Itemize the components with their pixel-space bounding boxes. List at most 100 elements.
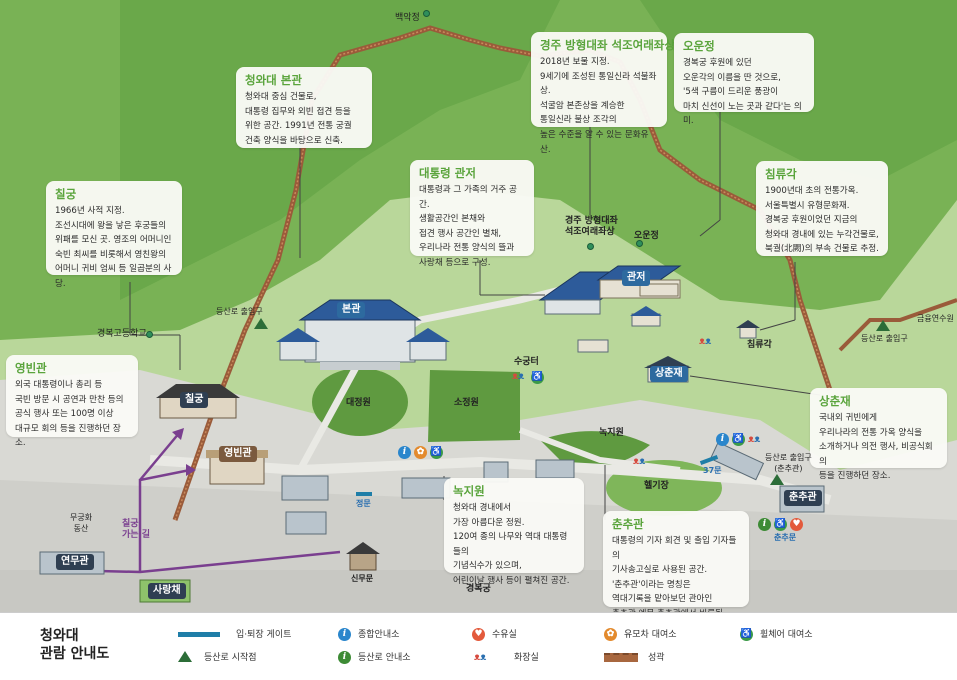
school-label: 경복고등학교	[97, 329, 147, 339]
legend-title-line2: 관람 안내도	[40, 646, 110, 662]
callout-body: 외국 대통령이나 총리 등 국빈 방문 시 공연과 만찬 등의 공식 행사 또는…	[15, 380, 124, 449]
geumseong-label: 금융연수원	[917, 314, 954, 323]
legend-nursing-label: 수유실	[492, 630, 517, 640]
callout-body: 경복궁 후원에 있던 오운각의 이름을 딴 것으로, '5색 구름이 드리운 풍…	[683, 58, 802, 127]
restroom-icon: ᴥᴥ	[699, 336, 712, 347]
callout-body: 청와대 경내에서 가장 아름다운 정원. 120여 종의 나무와 역대 대통령들…	[453, 503, 570, 586]
sojeongwon-lawn	[428, 370, 520, 442]
chilgung-path	[59, 550, 341, 574]
callout-body: 2018년 보물 지정. 9세기에 조성된 통일신라 석불좌상. 석굴암 본존상…	[540, 57, 657, 155]
wheelchair-icon: ♿	[774, 518, 787, 531]
wheelchair-icon: ♿	[740, 628, 753, 641]
trailhead-east-icon	[876, 320, 890, 331]
buddha-dot	[587, 243, 594, 250]
yeonmugwan-tag: 연무관	[56, 554, 94, 570]
sugungteo-label: 수궁터	[514, 357, 539, 367]
callout-title: 녹지원	[453, 484, 485, 498]
callout-title: 칠궁	[55, 187, 77, 201]
sarangchae-tag: 사랑채	[148, 583, 186, 599]
callout-chunchugwan: 춘추관 대통령의 기자 회견 및 출입 기자들의 기사송고실로 사용된 공간. …	[603, 511, 749, 619]
forest-dark	[120, 0, 560, 300]
callout-title: 청와대 본관	[245, 73, 302, 87]
callout-chimnyugak: 침류각 1900년대 초의 전통가옥. 서울특별시 유형문화재. 경복궁 후원이…	[756, 161, 888, 256]
callout-title: 대통령 관저	[419, 166, 476, 180]
callout-body: 대통령의 기자 회견 및 출입 기자들의 기사송고실로 사용된 공간. '춘추관…	[612, 536, 737, 619]
callout-yeongbingwan: 영빈관 외국 대통령이나 총리 등 국빈 방문 시 공연과 만찬 등의 공식 행…	[6, 355, 138, 448]
legend-title: 청와대 관람 안내도	[40, 627, 109, 663]
daejeongwon-lawn	[312, 368, 408, 436]
trail-info-icon: i	[758, 518, 771, 531]
trail-west-label: 등산로 출입구	[216, 307, 263, 316]
stroller-icon: ✿	[604, 628, 617, 641]
trailhead-icon	[178, 651, 192, 662]
wheelchair-icon: ♿	[531, 371, 544, 384]
gate-symbol	[178, 632, 220, 637]
legend-restroom-label: 화장실	[514, 653, 539, 663]
campus-map: 청와대 본관 청와대 중심 건물로, 대통령 집무와 외빈 접견 등을 위한 공…	[0, 0, 957, 619]
nokjiwon-place-label: 녹지원	[599, 428, 624, 438]
callout-title: 영빈관	[15, 361, 47, 375]
callout-bonkwan: 청와대 본관 청와대 중심 건물로, 대통령 집무와 외빈 접견 등을 위한 공…	[236, 67, 372, 148]
restroom-icon: ᴥᴥ	[512, 371, 525, 382]
chilgung-tag: 칠궁	[180, 392, 209, 408]
trail-east-label: 등산로 출입구	[861, 334, 908, 343]
nursing-room-icon: ♥	[472, 628, 485, 641]
gyeongbokgung-label: 경복궁	[466, 584, 491, 594]
gwanjeo-building	[538, 265, 682, 315]
mugunghwa-label: 무궁화 동산	[70, 513, 93, 533]
legend-fortress-label: 성곽	[648, 653, 665, 663]
wheelchair-icon: ♿	[732, 433, 745, 446]
stroller-icon: ✿	[414, 446, 427, 459]
info-icon: i	[338, 628, 351, 641]
cheongmun-label: 정문	[356, 499, 371, 508]
chunchumun-label: 춘추문	[774, 533, 797, 542]
legend-gate-label: 입·퇴장 게이트	[236, 630, 292, 640]
callout-body: 국내외 귀빈에게 우리나라의 전통 가옥 양식을 소개하거나 의전 행사, 비공…	[819, 413, 933, 482]
chimnyugak-label: 침류각	[747, 340, 772, 350]
trailhead-chunchu-icon	[770, 474, 784, 485]
callout-title: 상춘재	[819, 394, 851, 408]
trail-chunchu-label: 등산로 출입구 (춘추관)	[765, 453, 812, 473]
legend-wheelchair-label: 휠체어 대여소	[760, 630, 813, 640]
info-icon: i	[716, 433, 729, 446]
chunchugwan-tag: 춘추관	[784, 490, 822, 506]
callout-body: 대통령과 그 가족의 거주 공간. 생활공간인 본채와 접견 행사 공간인 별채…	[419, 185, 517, 268]
callout-sangchunjae: 상춘재 국내외 귀빈에게 우리나라의 전통 가옥 양식을 소개하거나 의전 행사…	[810, 388, 947, 481]
callout-body: 1966년 사적 지정. 조선시대에 왕을 낳은 후궁들의 위패를 모신 곳. …	[55, 206, 172, 289]
callout-title: 오운정	[683, 39, 715, 53]
info-icon: i	[398, 446, 411, 459]
legend-info-label: 종합안내소	[358, 630, 400, 640]
yeongbingwan-tag: 영빈관	[219, 446, 257, 462]
bonkwan-tag: 본관	[337, 302, 366, 318]
school-dot	[146, 331, 153, 338]
sojeongwon-label: 소정원	[454, 398, 479, 408]
callout-chilgung: 칠궁 1966년 사적 지정. 조선시대에 왕을 낳은 후궁들의 위패를 모신 …	[46, 181, 182, 289]
gwanjeo-tag: 관저	[622, 270, 651, 286]
callout-body: 1900년대 초의 전통가옥. 서울특별시 유형문화재. 경복궁 후원이었던 지…	[765, 186, 879, 255]
trailhead-west-icon	[254, 318, 268, 329]
wheelchair-icon: ♿	[430, 446, 443, 459]
daejeongwon-label: 대정원	[346, 398, 371, 408]
restroom-icon: ᴥᴥ	[633, 456, 646, 467]
baegakjeong-dot	[423, 10, 430, 17]
baegakjeong-label: 백악정	[395, 13, 420, 23]
legend-trailhead-label: 등산로 시작점	[204, 653, 257, 663]
callout-ounjeong: 오운정 경복궁 후원에 있던 오운각의 이름을 딴 것으로, '5색 구름이 드…	[674, 33, 814, 126]
legend: 청와대 관람 안내도 입·퇴장 게이트 등산로 시작점 i 종합안내소 i 등산…	[0, 612, 957, 680]
heliport-label: 헬기장	[644, 481, 669, 491]
callout-title: 경주 방형대좌 석조여래좌상	[540, 38, 675, 52]
gate-37-label: 37문	[703, 466, 722, 475]
sangchunjae-tag: 상춘재	[650, 366, 688, 382]
chilgung-path-label: 칠궁 가는 길	[122, 519, 150, 540]
restroom-icon: ᴥᴥ	[748, 434, 761, 445]
fortress-symbol	[604, 653, 638, 662]
legend-title-line1: 청와대	[40, 628, 79, 644]
sinmumun-label: 신무문	[351, 574, 374, 583]
legend-trail-info-label: 등산로 안내소	[358, 653, 411, 663]
bonkwan-building	[276, 299, 450, 370]
buddha-label-1: 경주 방형대좌	[565, 216, 618, 226]
callout-title: 춘추관	[612, 517, 644, 531]
callout-buddha: 경주 방형대좌 석조여래좌상 2018년 보물 지정. 9세기에 조성된 통일신…	[531, 32, 675, 155]
ounjeong-dot	[636, 240, 643, 247]
trail-info-icon: i	[338, 651, 351, 664]
